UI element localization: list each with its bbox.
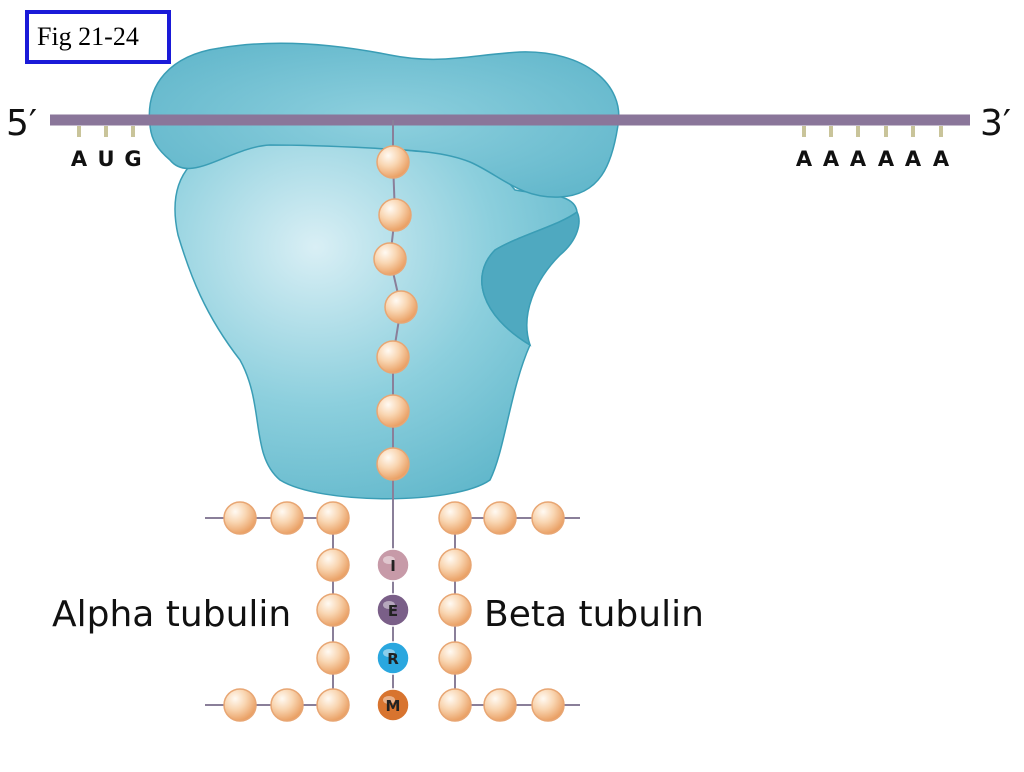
beta-tubulin-label: Beta tubulin <box>484 594 704 635</box>
bead-highlight <box>383 556 395 564</box>
poly-a-base: A <box>878 147 895 171</box>
bead-highlight <box>383 649 395 657</box>
poly-a-base: A <box>905 147 922 171</box>
ribosome-side-lobe <box>481 210 580 347</box>
beta-tubulin-residue-bead <box>531 501 565 535</box>
five-prime-label: 5′ <box>6 103 37 144</box>
poly-a-base: A <box>933 147 950 171</box>
terminal-residue-bead <box>376 641 410 675</box>
start-codon-base: U <box>97 147 114 171</box>
alpha-tubulin-residue-bead <box>223 688 257 722</box>
nascent-residue-bead <box>373 242 407 276</box>
nascent-residue-bead <box>376 447 410 481</box>
terminal-residue-bead <box>376 593 410 627</box>
terminal-residue-bead <box>376 548 410 582</box>
bead-highlight <box>383 601 395 609</box>
nascent-residue-bead <box>376 145 410 179</box>
poly-a-base: A <box>796 147 813 171</box>
beta-tubulin-residue-bead <box>483 501 517 535</box>
polypeptide-chains: I E R M <box>205 120 580 722</box>
poly-a-base: A <box>850 147 867 171</box>
beta-tubulin-residue-bead <box>531 688 565 722</box>
start-codon-base: A <box>71 147 88 171</box>
alpha-tubulin-residue-bead <box>270 688 304 722</box>
alpha-tubulin-label: Alpha tubulin <box>52 594 291 635</box>
nascent-residue-bead <box>376 394 410 428</box>
start-codon-base: G <box>124 147 141 171</box>
beta-tubulin-residue-bead <box>438 688 472 722</box>
bead-highlight <box>383 696 395 704</box>
beta-tubulin-residue-bead <box>438 548 472 582</box>
nascent-residue-bead <box>376 340 410 374</box>
beta-tubulin-residue-bead <box>483 688 517 722</box>
nascent-residue-bead <box>384 290 418 324</box>
beta-tubulin-residue-bead <box>438 501 472 535</box>
beta-tubulin-residue-bead <box>438 593 472 627</box>
alpha-tubulin-residue-bead <box>316 641 350 675</box>
terminal-residue-letter: R <box>387 650 399 668</box>
alpha-tubulin-residue-bead <box>316 548 350 582</box>
beta-tubulin-residue-bead <box>438 641 472 675</box>
terminal-residue-letter: M <box>386 697 401 715</box>
terminal-residue-bead <box>376 688 410 722</box>
alpha-tubulin-residue-bead <box>316 501 350 535</box>
nascent-residue-bead <box>378 198 412 232</box>
terminal-residue-letter: E <box>388 602 398 620</box>
alpha-tubulin-residue-bead <box>270 501 304 535</box>
alpha-tubulin-residue-bead <box>223 501 257 535</box>
alpha-tubulin-residue-bead <box>316 593 350 627</box>
three-prime-label: 3′ <box>980 103 1011 144</box>
poly-a-base: A <box>823 147 840 171</box>
alpha-tubulin-residue-bead <box>316 688 350 722</box>
terminal-residue-letter: I <box>390 557 396 575</box>
figure-label: Fig 21-24 <box>25 10 171 64</box>
